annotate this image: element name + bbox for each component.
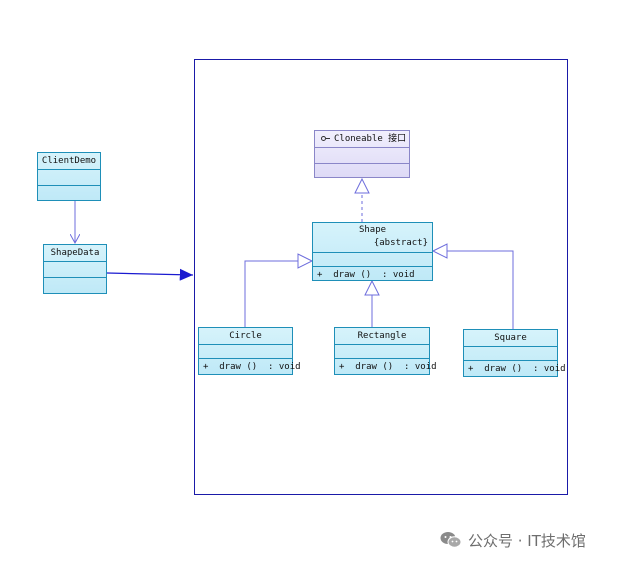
class-name: ShapeData	[44, 245, 106, 262]
operation-draw: + draw () : void	[317, 270, 415, 280]
operation-draw: + draw () : void	[339, 362, 437, 372]
interface-icon	[321, 135, 330, 142]
class-shapedata[interactable]: ShapeData	[43, 244, 107, 294]
attribute-compartment	[335, 345, 429, 359]
operation-compartment: + draw () : void	[464, 361, 566, 377]
operation-compartment	[44, 278, 106, 295]
interface-name: Cloneable 接口	[334, 134, 407, 144]
watermark: 公众号 · IT技术馆	[440, 528, 586, 552]
class-name: Shape	[358, 225, 387, 235]
class-name: Circle	[199, 328, 292, 345]
class-name: Square	[464, 330, 557, 347]
operation-compartment: + draw () : void	[313, 267, 432, 283]
attribute-compartment	[315, 148, 409, 164]
class-square[interactable]: Square + draw () : void	[463, 329, 566, 377]
interface-header: Cloneable 接口	[315, 131, 409, 148]
attribute-compartment	[313, 253, 432, 267]
class-name: ClientDemo	[38, 153, 100, 170]
class-shape[interactable]: Shape {abstract} + draw () : void	[312, 222, 433, 281]
operation-compartment	[315, 164, 409, 179]
class-clientdemo[interactable]: ClientDemo	[37, 152, 101, 201]
class-name: Rectangle	[335, 328, 429, 345]
package-frame	[194, 59, 568, 495]
association-shapedata-package	[106, 268, 194, 281]
class-circle[interactable]: Circle + draw () : void	[198, 327, 301, 375]
class-rectangle[interactable]: Rectangle + draw () : void	[334, 327, 437, 375]
operation-draw: + draw () : void	[203, 362, 301, 372]
attribute-compartment	[464, 347, 557, 361]
operation-draw: + draw () : void	[468, 364, 566, 374]
watermark-text: 公众号 · IT技术馆	[468, 531, 586, 550]
attribute-compartment	[38, 170, 100, 186]
class-header: Shape {abstract}	[313, 223, 432, 253]
operation-compartment	[38, 186, 100, 202]
wechat-icon	[440, 532, 462, 548]
operation-compartment: + draw () : void	[199, 359, 301, 375]
class-stereotype: {abstract}	[373, 238, 428, 248]
interface-cloneable[interactable]: Cloneable 接口	[314, 130, 410, 178]
attribute-compartment	[199, 345, 292, 359]
attribute-compartment	[44, 262, 106, 278]
operation-compartment: + draw () : void	[335, 359, 437, 375]
